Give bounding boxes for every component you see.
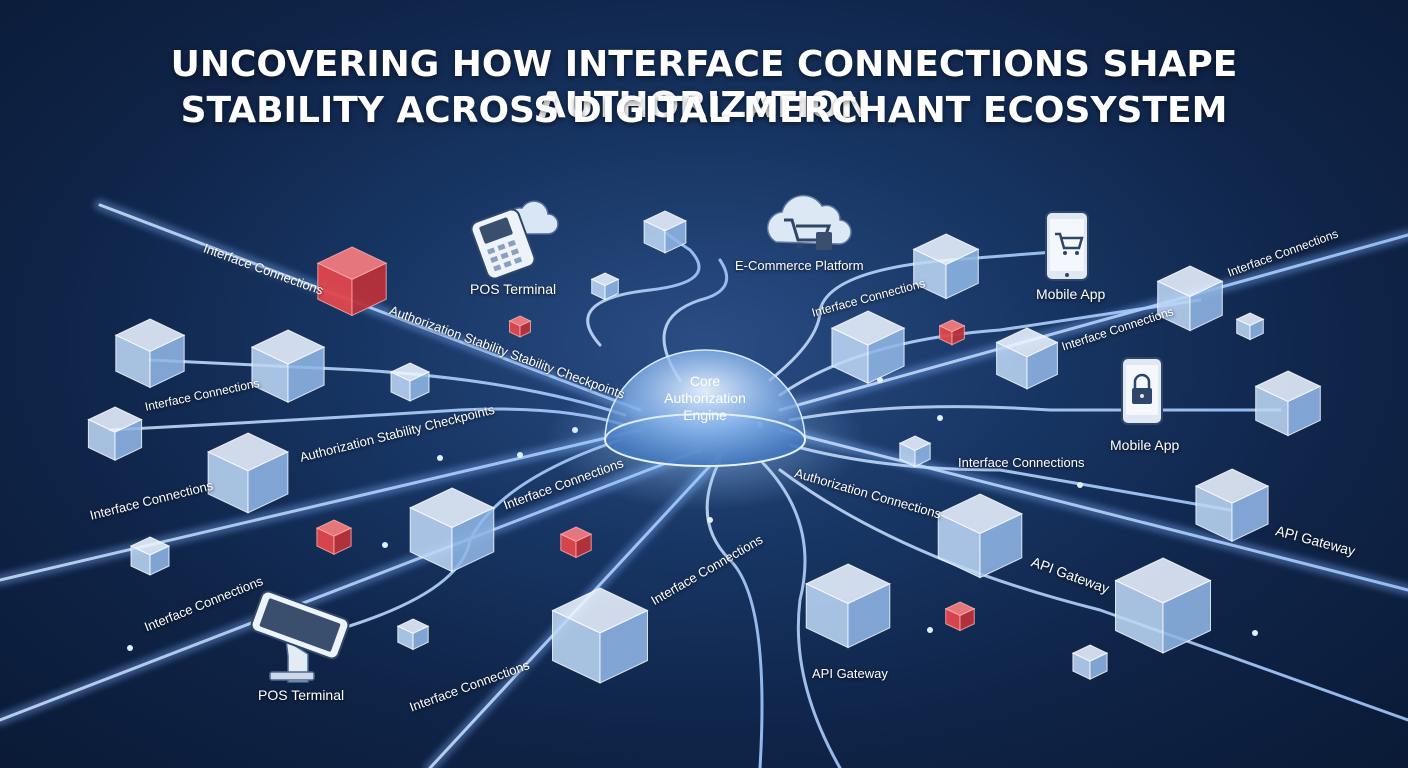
pos-terminal-label-bottom: POS Terminal [258, 687, 344, 703]
line-right-mid [790, 407, 1280, 420]
cube-node [252, 330, 324, 402]
alert-cube-node [946, 602, 975, 631]
cube-node [806, 564, 890, 648]
ecommerce-platform-label: E-Commerce Platform [735, 258, 864, 273]
cube-node [208, 433, 288, 513]
cube-node [398, 619, 428, 649]
cube-node [938, 494, 1022, 578]
mobile-lock-icon [1122, 358, 1162, 424]
cube-node [1158, 266, 1223, 331]
line-low-left [110, 409, 625, 430]
cube-node [900, 436, 930, 466]
alert-cube-node [510, 316, 531, 337]
connection-label-14: Interface Connections [958, 455, 1084, 470]
cube-node [1237, 313, 1264, 340]
cloud-cart-icon [768, 196, 851, 250]
pos-terminal-icon [469, 201, 558, 281]
pos-tablet-icon [250, 590, 351, 682]
alert-cube-node [561, 527, 591, 557]
core-label-line-2: Authorization [630, 390, 780, 407]
mobile-app-label-top: Mobile App [1036, 286, 1105, 302]
cube-node [592, 273, 619, 300]
cube-node [1196, 469, 1268, 541]
cube-node [116, 319, 184, 387]
cube-node [644, 211, 686, 253]
core-engine-label: Core Authorization Engine [630, 373, 780, 424]
mobile-app-label-mid: Mobile App [1110, 437, 1179, 453]
api-gateway-label-bottom: API Gateway [812, 666, 888, 681]
cube-node [1073, 645, 1107, 679]
line-right-lower [780, 430, 1408, 590]
page-title-line-2: STABILITY ACROSS DIGITAL MERCHANT ECOSYS… [0, 90, 1408, 131]
mobile-cart-icon [1046, 212, 1088, 280]
core-label-line-1: Core [630, 373, 780, 390]
pos-terminal-label-top: POS Terminal [470, 281, 556, 297]
alert-cube-node [940, 320, 965, 345]
cube-node [88, 407, 141, 460]
core-label-line-3: Engine [630, 407, 780, 424]
cube-node [553, 588, 648, 683]
cube-node [1116, 558, 1211, 653]
alert-cube-node [317, 520, 351, 554]
cube-node [1256, 371, 1321, 436]
cube-node [391, 363, 429, 401]
